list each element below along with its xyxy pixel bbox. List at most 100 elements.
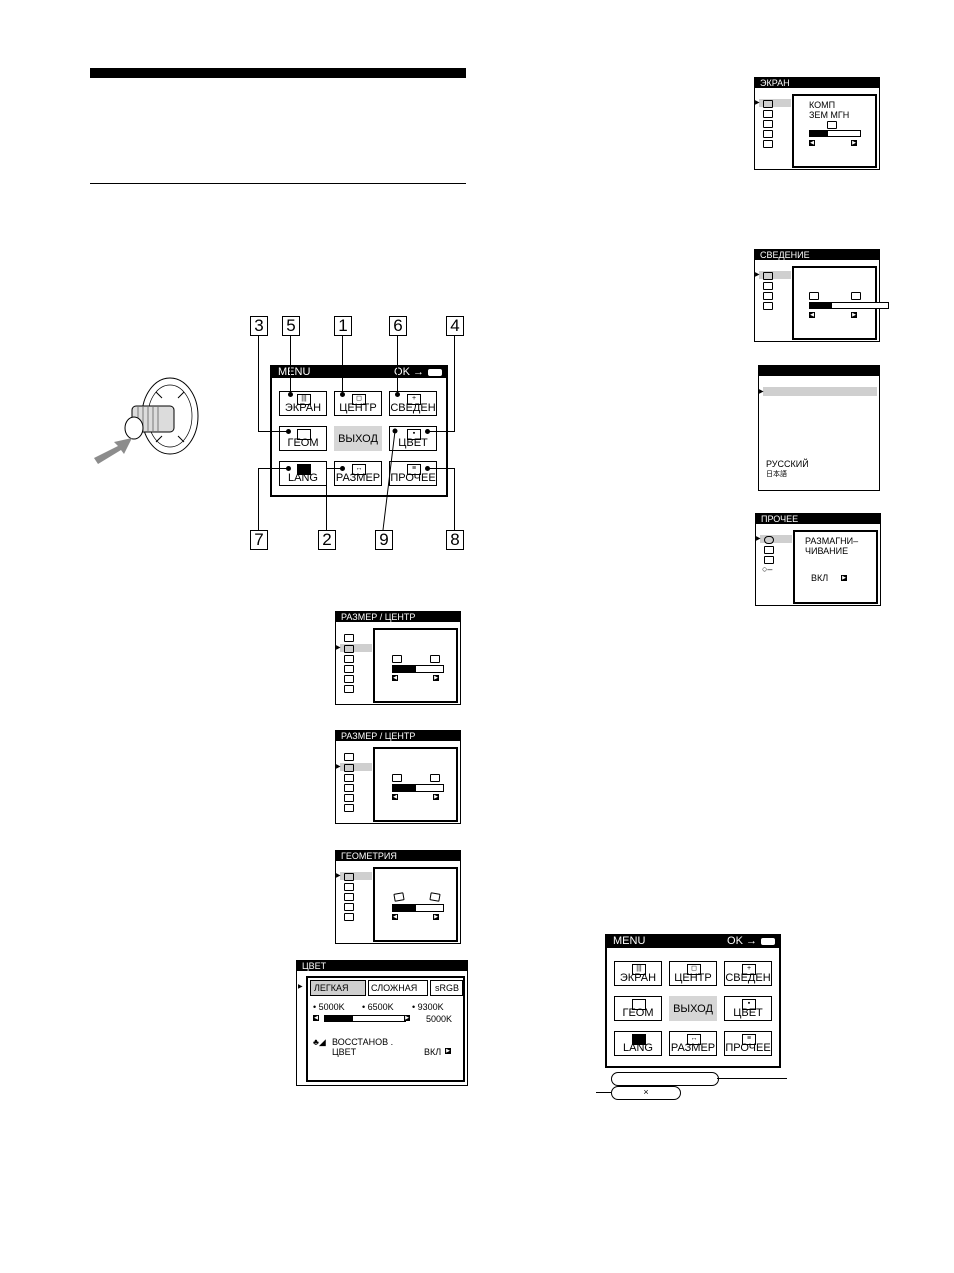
current-temp-value: 5000K xyxy=(426,1014,453,1024)
menu-button-options[interactable]: ≡ ПРОЧЕЕ xyxy=(724,1031,772,1056)
convergence-item-icon xyxy=(763,272,773,280)
selection-arrow: ▶ xyxy=(336,645,341,651)
menu-button-picture[interactable]: ||| ЭКРАН xyxy=(614,961,662,986)
options-item-icon xyxy=(764,546,774,554)
panel-text: ЧИВАНИЕ xyxy=(805,546,849,556)
language-option[interactable]: РУССКИЙ xyxy=(766,459,809,469)
menu-button-center[interactable]: ◻ ЦЕНТР xyxy=(334,391,382,416)
menu-title: MENU xyxy=(613,935,646,947)
size-center-panel: РАЗМЕР / ЦЕНТР ▶ ◀ ▶ xyxy=(335,730,461,824)
options-icon: ≡ xyxy=(742,1034,756,1045)
panel-text: КОМП xyxy=(809,100,836,110)
picture-icon: ||| xyxy=(632,964,646,975)
color-tab-easy[interactable]: ЛЕГКАЯ xyxy=(310,980,366,996)
menu-button-center[interactable]: ◻ ЦЕНТР xyxy=(669,961,717,986)
menu-button-color[interactable]: ▪ ЦВЕТ xyxy=(724,996,772,1021)
color-tab-expert[interactable]: СЛОЖНАЯ xyxy=(368,980,428,996)
menu-button-size[interactable]: ↔ РАЗМЕР xyxy=(669,1031,717,1056)
leader-dot xyxy=(425,429,430,434)
panel-content: ЛЕГКАЯ СЛОЖНАЯ sRGB • 5000K • 6500K • 93… xyxy=(306,976,465,1082)
decrease-icon[interactable]: ◀ xyxy=(809,140,815,146)
convergence-icon: + xyxy=(407,394,421,405)
menu-button-label: ГЕОМ xyxy=(287,437,319,449)
tab-label: sRGB xyxy=(435,983,460,993)
restore-label: ВОССТАНОВ . xyxy=(332,1037,394,1047)
increase-icon[interactable]: ▶ xyxy=(433,794,439,800)
menu-button-exit[interactable]: ВЫХОД xyxy=(669,996,717,1021)
leader-line xyxy=(258,468,259,530)
increase-icon[interactable]: ▶ xyxy=(851,312,857,318)
menu-button-exit[interactable]: ВЫХОД xyxy=(334,426,382,451)
callout-number: 9 xyxy=(375,530,393,550)
menu-header: MENU OK → xyxy=(272,367,446,378)
menu-button-convergence[interactable]: + СВЕДЕН xyxy=(724,961,772,986)
panel-content: ◀ ▶ xyxy=(792,266,889,340)
geometry-item-icon xyxy=(344,893,354,901)
options-panel: ПРОЧЕЕ ▶ ○– РАЗМАГНИ– ЧИВАНИЕ ВКЛ ▶ xyxy=(755,513,881,606)
width-narrow-icon xyxy=(392,774,402,782)
position-right-icon xyxy=(430,655,440,663)
leader-line xyxy=(382,428,398,531)
menu-button-label: ЦВЕТ xyxy=(733,1007,763,1019)
increase-icon[interactable]: ▶ xyxy=(851,140,857,146)
decrease-icon[interactable]: ◀ xyxy=(392,794,398,800)
menu-button-label: ГЕОМ xyxy=(622,1007,654,1019)
level-bar xyxy=(392,784,444,792)
decrease-icon[interactable]: ◀ xyxy=(392,675,398,681)
panel-title: ЦВЕТ xyxy=(297,961,467,971)
leader-line xyxy=(596,1092,611,1093)
size-item-icon xyxy=(344,675,354,683)
panel-text: РАЗМАГНИ– xyxy=(805,536,859,546)
increase-icon[interactable]: ▶ xyxy=(433,914,439,920)
leader-line xyxy=(342,335,343,395)
color-tab-srgb[interactable]: sRGB xyxy=(430,980,463,996)
leader-line xyxy=(290,335,291,395)
enter-icon[interactable]: ▶ xyxy=(841,575,847,581)
menu-button-label: ПРОЧЕЕ xyxy=(390,472,436,484)
decrease-icon[interactable]: ◀ xyxy=(809,312,815,318)
language-option[interactable]: 日本語 xyxy=(766,471,787,478)
size-item-icon xyxy=(344,655,354,663)
menu-header: MENU OK → xyxy=(607,936,779,948)
decrease-icon[interactable]: ◀ xyxy=(392,914,398,920)
leader-dot xyxy=(288,392,293,397)
panel-title: ГЕОМЕТРИЯ xyxy=(336,851,460,861)
center-icon: ◻ xyxy=(687,964,701,975)
menu-button-lang[interactable]: LANG xyxy=(279,461,327,486)
level-bar xyxy=(809,130,861,137)
selection-arrow: ▶ xyxy=(336,764,341,770)
menu-button-geometry[interactable]: ГЕОМ xyxy=(614,996,662,1021)
level-bar-fill xyxy=(810,131,828,136)
menu-button-label: ПРОЧЕЕ xyxy=(725,1042,771,1054)
menu-button-size[interactable]: ↔ РАЗМЕР xyxy=(334,461,382,486)
leader-line xyxy=(258,431,288,432)
restore-label: ЦВЕТ xyxy=(332,1047,357,1057)
menu-button-picture[interactable]: ||| ЭКРАН xyxy=(279,391,327,416)
options-icon: ≡ xyxy=(407,464,421,475)
selected-row xyxy=(760,535,792,543)
heading-bar xyxy=(90,68,466,78)
color-temp-option: • 9300K xyxy=(412,1002,444,1012)
callout-number: 6 xyxy=(389,316,407,336)
leader-dot xyxy=(286,466,291,471)
enter-icon[interactable]: ▶ xyxy=(445,1048,451,1054)
increase-icon[interactable]: ▶ xyxy=(433,675,439,681)
menu-button-label: ЦЕНТР xyxy=(674,972,712,984)
size-icon: ↔ xyxy=(352,464,366,475)
level-bar-fill xyxy=(393,905,416,911)
menu-button-lang[interactable]: LANG xyxy=(614,1031,662,1056)
panel-value: ВКЛ xyxy=(811,573,829,583)
leader-line xyxy=(258,335,259,432)
menu-button-label: ВЫХОД xyxy=(673,1002,713,1015)
ok-button-icon xyxy=(761,938,775,945)
geometry-icon xyxy=(632,999,646,1010)
decrease-icon[interactable]: ◀ xyxy=(313,1015,319,1021)
increase-icon[interactable]: ▶ xyxy=(404,1015,410,1021)
geometry-icon xyxy=(297,429,311,440)
geometry-item-icon xyxy=(344,903,354,911)
picture-icon: ||| xyxy=(297,394,311,405)
convergence-panel: СВЕДЕНИЕ ▶ ◀ ▶ xyxy=(754,249,889,342)
selection-arrow: ▶ xyxy=(759,389,764,395)
menu-button-options[interactable]: ≡ ПРОЧЕЕ xyxy=(389,461,437,486)
key-icon: ○– xyxy=(762,564,773,574)
